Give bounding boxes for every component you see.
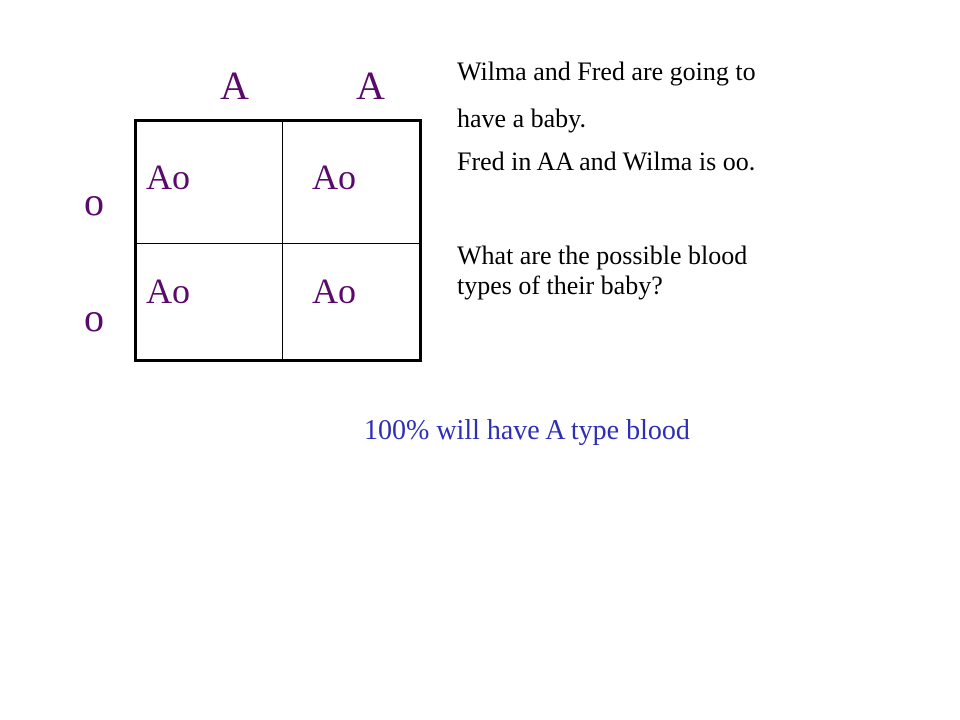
answer-text: 100% will have A type blood	[364, 415, 690, 446]
question-line-5: types of their baby?	[457, 271, 663, 300]
question-line-1: Wilma and Fred are going to	[457, 57, 756, 86]
punnett-cell-r2c1: Ao	[146, 271, 190, 311]
punnett-square: Ao Ao Ao Ao	[134, 119, 422, 362]
question-line-2: have a baby.	[457, 104, 586, 133]
top-allele-2: A	[356, 63, 385, 108]
question-line-4: What are the possible blood	[457, 241, 748, 270]
punnett-cell-r1c2: Ao	[312, 157, 356, 197]
question-line-3: Fred in AA and Wilma is oo.	[457, 147, 756, 176]
punnett-vertical-divider	[282, 122, 283, 359]
side-allele-1: o	[84, 179, 104, 224]
punnett-cell-r2c2: Ao	[312, 271, 356, 311]
punnett-cell-r1c1: Ao	[146, 157, 190, 197]
side-allele-2: o	[84, 295, 104, 340]
punnett-horizontal-divider	[137, 243, 419, 244]
top-allele-1: A	[220, 63, 249, 108]
